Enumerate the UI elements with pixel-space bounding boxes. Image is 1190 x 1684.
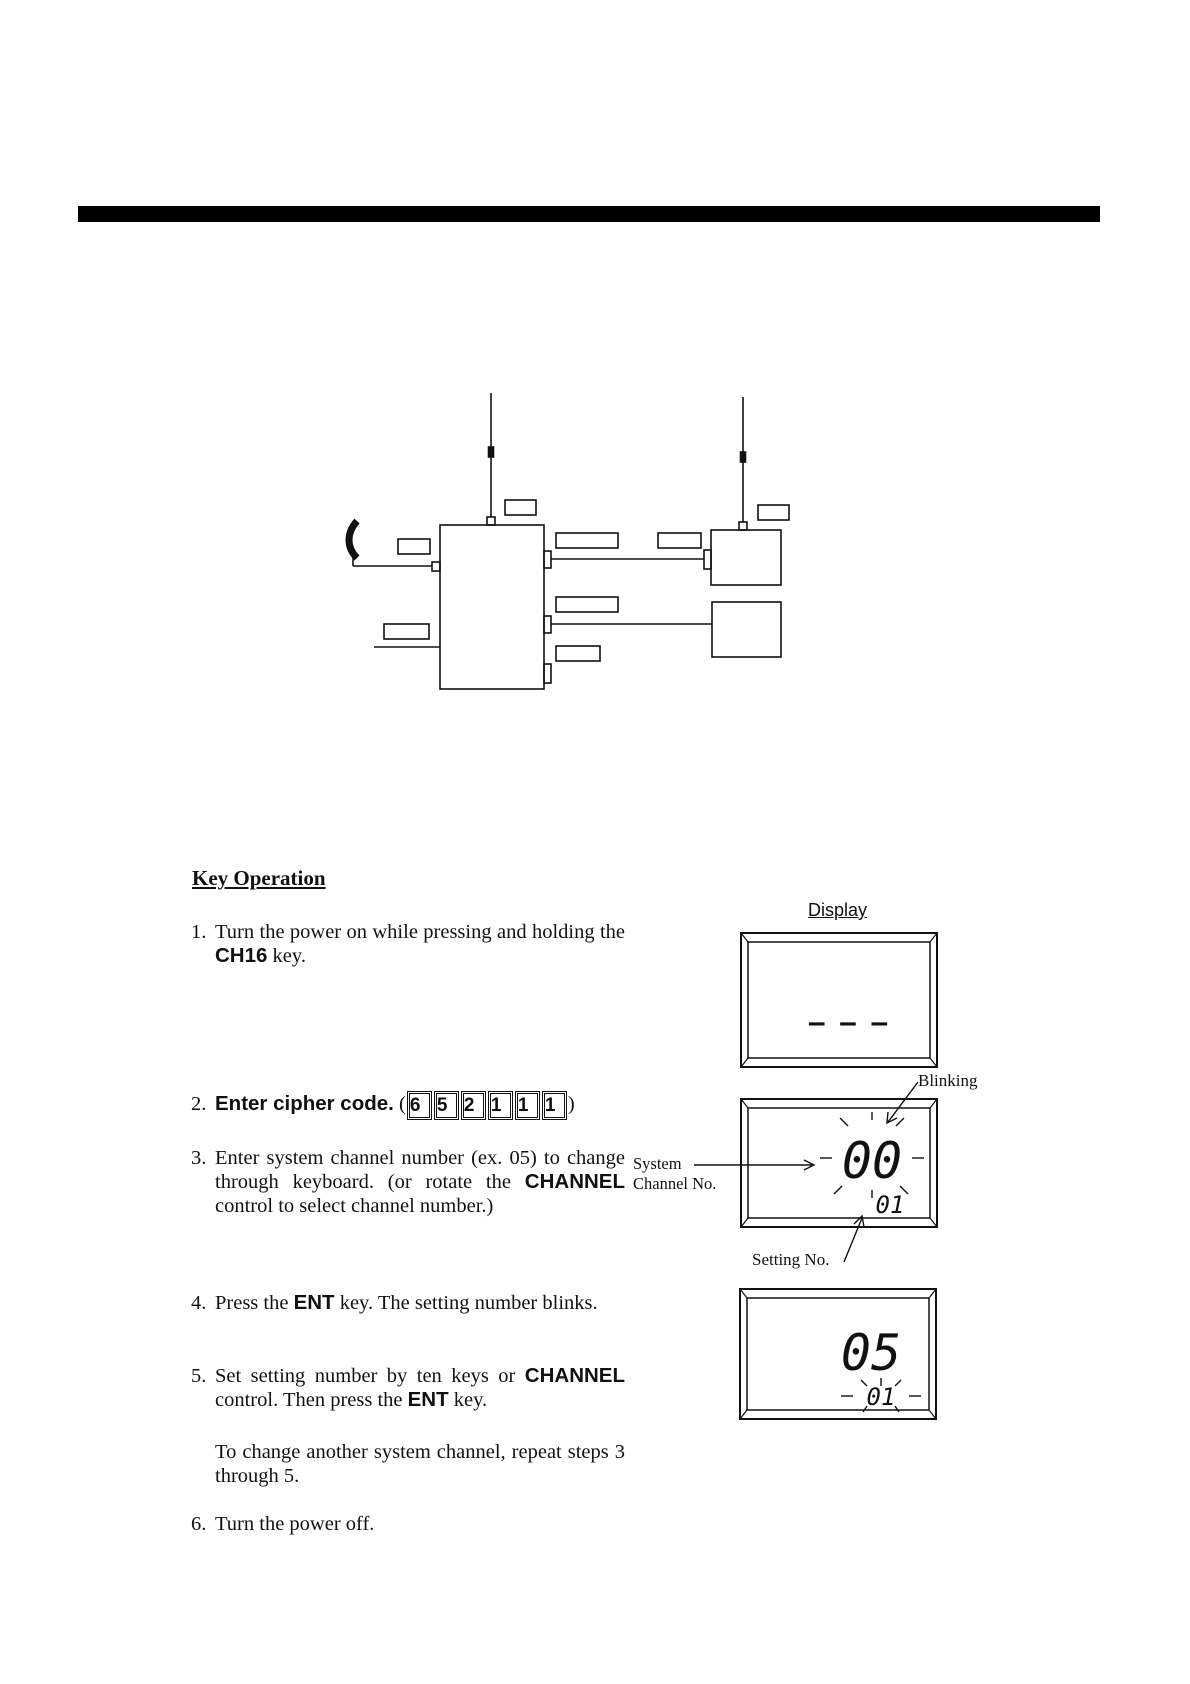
step-number: 5. xyxy=(191,1365,207,1387)
step-1: 1. Turn the power on while pressing and … xyxy=(191,920,631,980)
display-title: Display xyxy=(808,900,868,920)
blink-rays xyxy=(820,1112,924,1198)
main-antenna-joint xyxy=(487,446,495,458)
handset-connector xyxy=(431,561,441,572)
screen3-setting: 01 xyxy=(867,1383,896,1411)
screen2-setting: 01 xyxy=(876,1191,905,1219)
key-operation-heading: Key Operation xyxy=(192,866,326,890)
setting-no-label: Setting No. xyxy=(752,1250,830,1269)
note-text: To change another system channel, repeat… xyxy=(215,1441,625,1487)
step-text: Press the ENT key. The setting number bl… xyxy=(215,1291,598,1314)
handset-icon xyxy=(345,518,360,561)
header-rule xyxy=(78,206,1100,222)
screen1-value: – – – xyxy=(809,1008,888,1038)
screen2-channel: 00 xyxy=(842,1132,902,1190)
cipher-key-1a: 1 xyxy=(487,1090,513,1120)
repeat-note: To change another system channel, repeat… xyxy=(191,1440,631,1500)
power-label-box xyxy=(383,623,430,640)
remote-cable-label-box-2 xyxy=(657,532,702,549)
main-antenna-connector xyxy=(486,516,496,526)
screen3-channel: 05 xyxy=(841,1324,901,1382)
step-number: 3. xyxy=(191,1147,207,1169)
cipher-key-2: 2 xyxy=(460,1090,486,1120)
main-antenna-label-box xyxy=(504,499,537,516)
step-number: 6. xyxy=(191,1513,207,1535)
step-number: 2. xyxy=(191,1093,207,1115)
blinking-arrow xyxy=(886,1081,919,1125)
key-name: CHANNEL xyxy=(524,1170,625,1193)
aux-label-box xyxy=(555,645,601,662)
step-5: 5. Set setting number by ten keys or CHA… xyxy=(191,1364,631,1424)
enter-cipher-label: Enter cipher code. xyxy=(215,1092,394,1115)
step-3: 3. Enter system channel number (ex. 05) … xyxy=(191,1146,631,1246)
display-screen-1: – – – xyxy=(740,932,938,1068)
step-text: Set setting number by ten keys or CHANNE… xyxy=(215,1364,625,1411)
step-number: 4. xyxy=(191,1292,207,1314)
display-screen-3: 05 01 xyxy=(739,1288,937,1420)
remote-unit xyxy=(710,529,782,586)
cipher-key-5: 5 xyxy=(433,1090,459,1120)
step-number: 1. xyxy=(191,921,207,943)
main-unit xyxy=(439,524,545,690)
accessory-unit xyxy=(711,601,782,658)
step-text: Turn the power off. xyxy=(215,1513,375,1535)
display-screen-2: 00 01 xyxy=(740,1098,938,1228)
connection-diagram xyxy=(345,393,790,690)
cipher-key-1c: 1 xyxy=(541,1090,567,1120)
step-4: 4. Press the ENT key. The setting number… xyxy=(191,1291,631,1351)
cipher-key-6: 6 xyxy=(406,1090,432,1120)
step-6: 6. Turn the power off. xyxy=(191,1512,631,1542)
blink-rays xyxy=(841,1378,921,1413)
remote-cable-label-box-1 xyxy=(555,532,619,549)
step-text: Enter system channel number (ex. 05) to … xyxy=(215,1147,625,1217)
system-channel-label: System Channel No. xyxy=(633,1154,717,1193)
handset-label-box xyxy=(397,538,431,555)
step-text: Turn the power on while pressing and hol… xyxy=(215,921,625,967)
key-name: CH16 xyxy=(215,944,268,967)
blinking-label: Blinking xyxy=(918,1071,978,1090)
key-name: ENT xyxy=(293,1291,335,1314)
cipher-key-1b: 1 xyxy=(514,1090,540,1120)
accessory-cable-label-box xyxy=(555,596,619,613)
setting-no-arrow xyxy=(843,1214,865,1263)
second-antenna-label-box xyxy=(757,504,790,521)
system-channel-arrow xyxy=(694,1159,816,1171)
key-name: ENT xyxy=(407,1388,449,1411)
key-name: CHANNEL xyxy=(524,1364,625,1387)
